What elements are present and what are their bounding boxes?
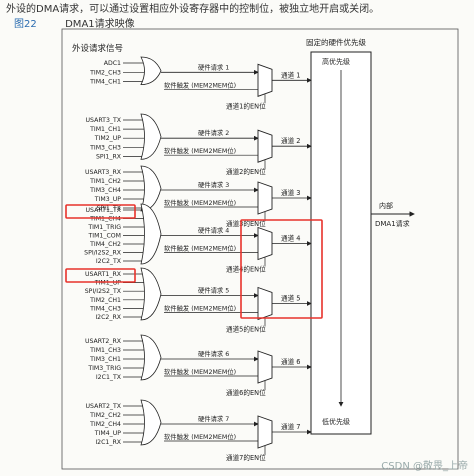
or-gate-symbol (140, 399, 162, 446)
figure-title-text: DMA1请求映像 (65, 19, 135, 30)
signal-label: I2C1_RX (95, 439, 121, 446)
signal-label: USART1_TX (86, 207, 122, 214)
signal-label: SPI/I2S2_TX (85, 288, 122, 295)
sw-trigger-label: 软件触发 (MEM2MEM位) (164, 304, 236, 313)
signal-label: TIM2_CH2 (89, 412, 121, 419)
figure-title: 图22 DMA1请求映像 (14, 15, 135, 30)
sw-trigger-label: 软件触发 (MEM2MEM位) (164, 244, 236, 253)
channel-en-label: 通道7的EN位 (226, 453, 266, 462)
highlight-usart1-tx (65, 204, 136, 219)
signal-label: TIM1_CH2 (89, 178, 121, 185)
high-priority-label: 高优先级 (322, 57, 350, 66)
channel-mux (257, 286, 273, 321)
hw-request-label: 硬件请求 5 (198, 286, 229, 295)
signal-label: I2C2_RX (95, 314, 121, 321)
output-label-internal: 内部 (379, 201, 393, 210)
intro-text: 外设的DMA请求，可以通过设置相应外设寄存器中的控制位，被独立地开启或关闭。 (6, 4, 380, 15)
or-gate-symbol (140, 334, 162, 381)
signal-label: TIM1_COM (87, 233, 121, 240)
signal-label: TIM2_CH1 (89, 297, 121, 304)
hw-request-label: 硬件请求 6 (198, 349, 229, 358)
signal-label: I2C2_TX (96, 258, 122, 265)
hw-request-label: 硬件请求 3 (198, 180, 229, 189)
signal-label: TIM4_UP (94, 430, 122, 437)
signal-label: TIM2_CH4 (89, 421, 121, 428)
hw-request-label: 硬件请求 2 (198, 128, 229, 137)
sw-trigger-label: 软件触发 (MEM2MEM位) (164, 367, 236, 376)
signal-label: TIM1_CH4 (89, 216, 121, 223)
channel-label: 通道 3 (281, 188, 300, 197)
signal-label: TIM1_CH1 (89, 126, 121, 133)
signal-label: TIM1_TRIG (87, 224, 121, 231)
signal-label: SPI1_TX (96, 205, 121, 212)
or-gate-symbol (140, 203, 162, 265)
signal-label: TIM3_CH3 (89, 144, 121, 151)
priority-box-title: 固定的硬件优先级 (306, 37, 366, 47)
hw-request-label: 硬件请求 4 (198, 226, 229, 235)
watermark: CSDN @敬畏_上帝 (381, 461, 468, 472)
sw-trigger-label: 软件触发 (MEM2MEM位) (164, 80, 236, 89)
signal-label: USART3_RX (85, 169, 122, 176)
signal-label: USART1_RX (85, 271, 122, 278)
signal-label: USART2_TX (86, 403, 122, 410)
channel-mux (257, 181, 273, 215)
channel-mux (257, 63, 273, 97)
channel-label: 通道 2 (281, 136, 300, 145)
figure-frame (61, 28, 459, 470)
channel-mux (257, 415, 273, 449)
or-gate-symbol (140, 113, 162, 160)
channel-label: 通道 7 (281, 422, 300, 431)
channel-en-label: 通道6的EN位 (226, 388, 266, 397)
signal-label: TIM3_CH4 (89, 187, 121, 194)
or-gate-symbol (140, 267, 162, 321)
signal-label: TIM4_CH1 (89, 79, 121, 86)
figure-number: 图22 (14, 19, 37, 30)
channel-en-label: 通道1的EN位 (226, 101, 266, 110)
signal-label: SPI/I2S2_RX (84, 250, 122, 257)
or-gate-symbol (140, 165, 162, 212)
sw-trigger-label: 软件触发 (MEM2MEM位) (164, 198, 236, 207)
channel-en-label: 通道5的EN位 (226, 325, 266, 334)
signal-label: ADC1 (104, 60, 121, 67)
channel-en-label: 通道2的EN位 (226, 167, 266, 176)
output-label-dma1: DMA1请求 (375, 219, 410, 228)
hw-request-label: 硬件请求 1 (198, 62, 229, 71)
low-priority-label: 低优先级 (322, 417, 350, 426)
channel-label: 通道 1 (281, 70, 300, 79)
signal-label: TIM1_UP (94, 280, 122, 287)
signal-label: TIM2_UP (94, 135, 122, 142)
signal-label: TIM4_CH3 (89, 305, 121, 312)
highlight-channel-4-5 (240, 219, 323, 319)
or-gate-symbol (140, 56, 162, 86)
channel-mux (257, 350, 273, 384)
channel-mux (257, 129, 273, 163)
signal-label: TIM2_CH3 (89, 69, 121, 76)
channel-en-label: 通道3的EN位 (226, 219, 266, 228)
signal-label: TIM3_TRIG (87, 365, 121, 372)
signal-label: USART3_TX (86, 117, 122, 124)
signal-label: SPI1_RX (96, 153, 122, 160)
hw-request-label: 硬件请求 7 (198, 414, 229, 423)
channel-en-label: 通道4的EN位 (226, 265, 266, 274)
channel-label: 通道 4 (281, 234, 300, 243)
signals-title: 外设请求信号 (72, 43, 123, 54)
channel-label: 通道 5 (281, 294, 300, 303)
signal-label: USART2_RX (85, 338, 122, 345)
highlight-usart1-rx (65, 268, 136, 283)
signal-label: I2C1_TX (96, 374, 122, 381)
signal-label: TIM1_CH3 (89, 347, 121, 354)
signal-label: TIM3_UP (94, 196, 122, 203)
sw-trigger-label: 软件触发 (MEM2MEM位) (164, 146, 236, 155)
channel-label: 通道 6 (281, 357, 300, 366)
signal-label: TIM4_CH2 (89, 241, 121, 248)
channel-mux (257, 226, 273, 261)
sw-trigger-label: 软件触发 (MEM2MEM位) (164, 432, 236, 441)
signal-label: TIM3_CH1 (89, 356, 121, 363)
